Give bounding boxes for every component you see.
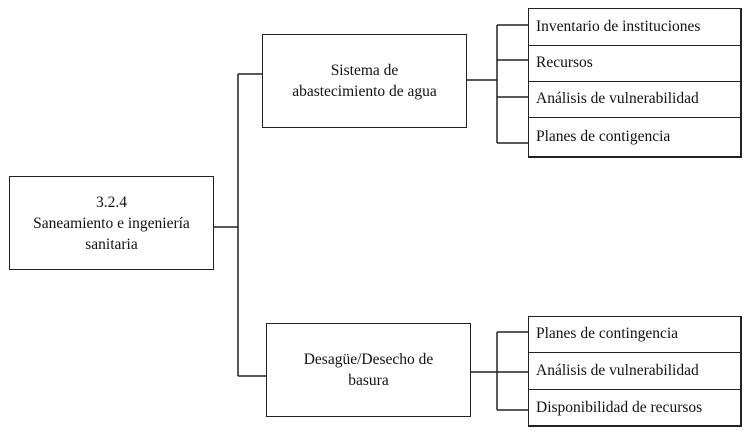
branch-node-line: Sistema de [330, 62, 399, 79]
branch-node-line: abastecimiento de agua [292, 83, 437, 100]
leaf-divider [529, 117, 741, 118]
leaf-item: Análisis de vulnerabilidad [536, 90, 699, 107]
leaf-item: Planes de contigencia [536, 128, 671, 145]
leaf-item: Recursos [536, 54, 593, 71]
root-node-line: Saneamiento e ingeniería [33, 214, 190, 232]
leaf-list-drainage-waste: Planes de contingencia Análisis de vulne… [528, 316, 742, 427]
root-node-line: 3.2.4 [95, 193, 127, 211]
leaf-divider [529, 81, 741, 82]
leaf-divider [529, 389, 741, 390]
root-node-line: sanitaria [85, 235, 138, 253]
leaf-divider [529, 352, 741, 353]
branch-node-label: Desagüe/Desecho de basura [304, 349, 434, 391]
root-node-label: 3.2.4 Saneamiento e ingeniería sanitaria [33, 192, 190, 255]
branch-node-water-supply: Sistema de abastecimiento de agua [262, 34, 467, 128]
leaf-item: Análisis de vulnerabilidad [536, 361, 699, 379]
leaf-item: Disponibilidad de recursos [536, 398, 703, 416]
leaf-item: Planes de contingencia [536, 325, 679, 342]
branch-node-line: basura [348, 372, 389, 389]
leaf-item: Inventario de instituciones [536, 18, 701, 35]
root-node: 3.2.4 Saneamiento e ingeniería sanitaria [9, 176, 214, 270]
branch-node-drainage-waste: Desagüe/Desecho de basura [266, 323, 471, 417]
branch-node-label: Sistema de abastecimiento de agua [292, 60, 437, 102]
branch-node-line: Desagüe/Desecho de [303, 351, 434, 368]
leaf-list-water-supply: Inventario de instituciones Recursos Aná… [528, 8, 742, 158]
leaf-divider [529, 45, 741, 46]
